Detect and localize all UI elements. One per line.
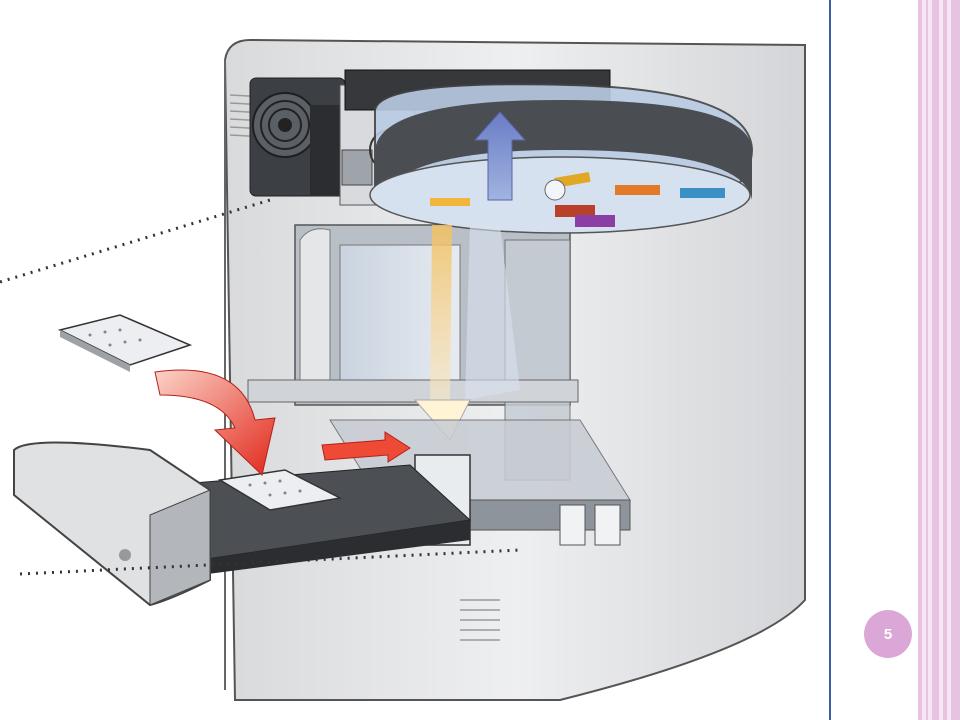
decorative-border-stripes — [918, 0, 960, 720]
microplate-reader-illustration — [0, 38, 806, 701]
filter-wheel — [344, 69, 754, 234]
slide-divider-line — [829, 0, 831, 720]
slide-number-badge: 5 — [864, 610, 912, 658]
drawer-arrow — [154, 369, 411, 476]
microplate — [57, 314, 343, 511]
callout-lines — [0, 198, 521, 576]
slide-number-label: 5 — [883, 625, 893, 643]
emission-arrow-icon — [473, 111, 527, 201]
fan-icon — [249, 77, 346, 197]
